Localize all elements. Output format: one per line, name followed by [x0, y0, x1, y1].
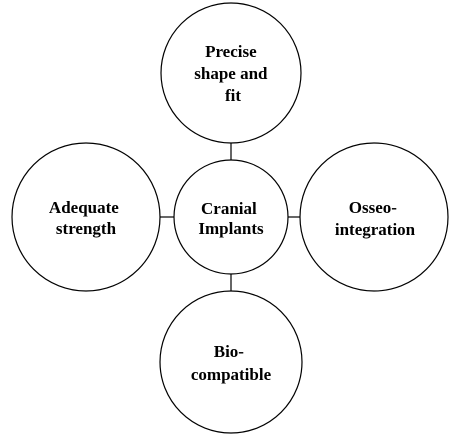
node-bio-compatible: Bio- compatible: [159, 290, 303, 434]
node-circle-center: [173, 159, 289, 275]
node-precise-shape-and-fit: Precise shape and fit: [160, 2, 302, 144]
node-osseo-integration: Osseo- integration: [299, 142, 449, 292]
node-label-right: Osseo- integration: [335, 198, 416, 239]
node-circle-top: [160, 2, 302, 144]
node-adequate-strength: Adequate strength: [11, 142, 161, 292]
node-label-bottom: Bio- compatible: [191, 342, 272, 384]
node-circle-left: [11, 142, 161, 292]
node-label-left: Adequate strength: [49, 198, 123, 238]
node-label-center: Cranial Implants: [198, 199, 264, 238]
node-circle-bottom: [159, 290, 303, 434]
node-cranial-implants: Cranial Implants: [173, 159, 289, 275]
node-label-top: Precise shape and fit: [194, 42, 271, 105]
node-circle-right: [299, 142, 449, 292]
